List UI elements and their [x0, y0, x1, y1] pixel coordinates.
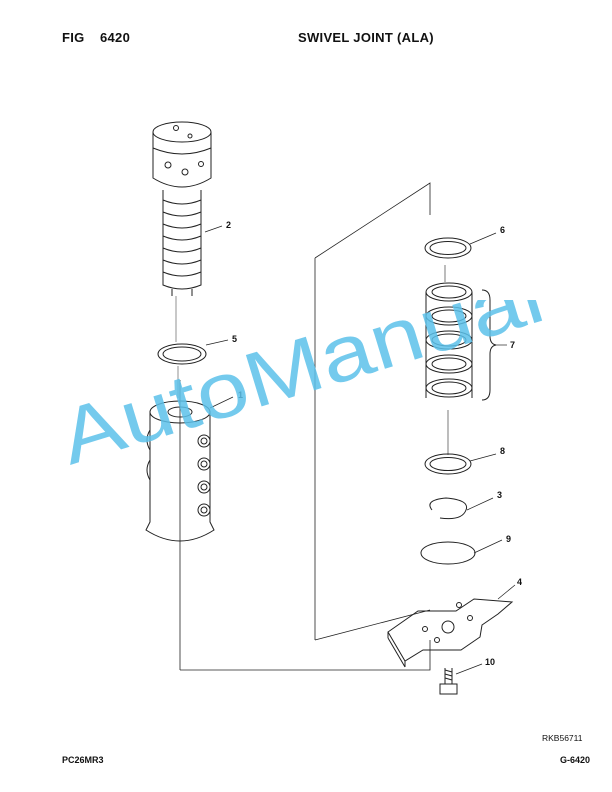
callout-7: 7: [510, 340, 515, 350]
cover-plate-part: [387, 598, 514, 668]
fig-number: 6420: [100, 30, 131, 45]
snap-ring-part: [429, 497, 468, 520]
watermark: AutoManual: [70, 300, 553, 481]
callout-5: 5: [232, 334, 237, 344]
callout-8: 8: [500, 446, 505, 456]
callout-2: 2: [226, 220, 231, 230]
fig-label: FIG: [62, 30, 85, 45]
callout-6: 6: [500, 225, 505, 235]
drawing-code: RKB56711: [542, 733, 583, 743]
assembly-frame: [314, 182, 431, 259]
callout-1: 1: [238, 390, 243, 400]
o-ring-part-9: [420, 541, 476, 565]
rotor-part: [152, 121, 212, 296]
callout-4: 4: [517, 577, 522, 587]
seal-stack-part: [425, 282, 473, 398]
page-title: SWIVEL JOINT (ALA): [298, 30, 434, 45]
swivel-body-part: [145, 400, 215, 542]
bolt-part: [439, 668, 458, 695]
assembly-line: [180, 640, 431, 671]
page-reference: G-6420: [560, 755, 591, 765]
o-ring-part: [157, 343, 207, 365]
callout-10: 10: [485, 657, 495, 667]
callout-3: 3: [497, 490, 502, 500]
ring-part-6: [424, 237, 472, 259]
model-label: PC26MR3: [62, 755, 104, 765]
callout-9: 9: [506, 534, 511, 544]
ring-part-8: [424, 453, 472, 475]
watermark-text: AutoManual: [70, 300, 553, 481]
